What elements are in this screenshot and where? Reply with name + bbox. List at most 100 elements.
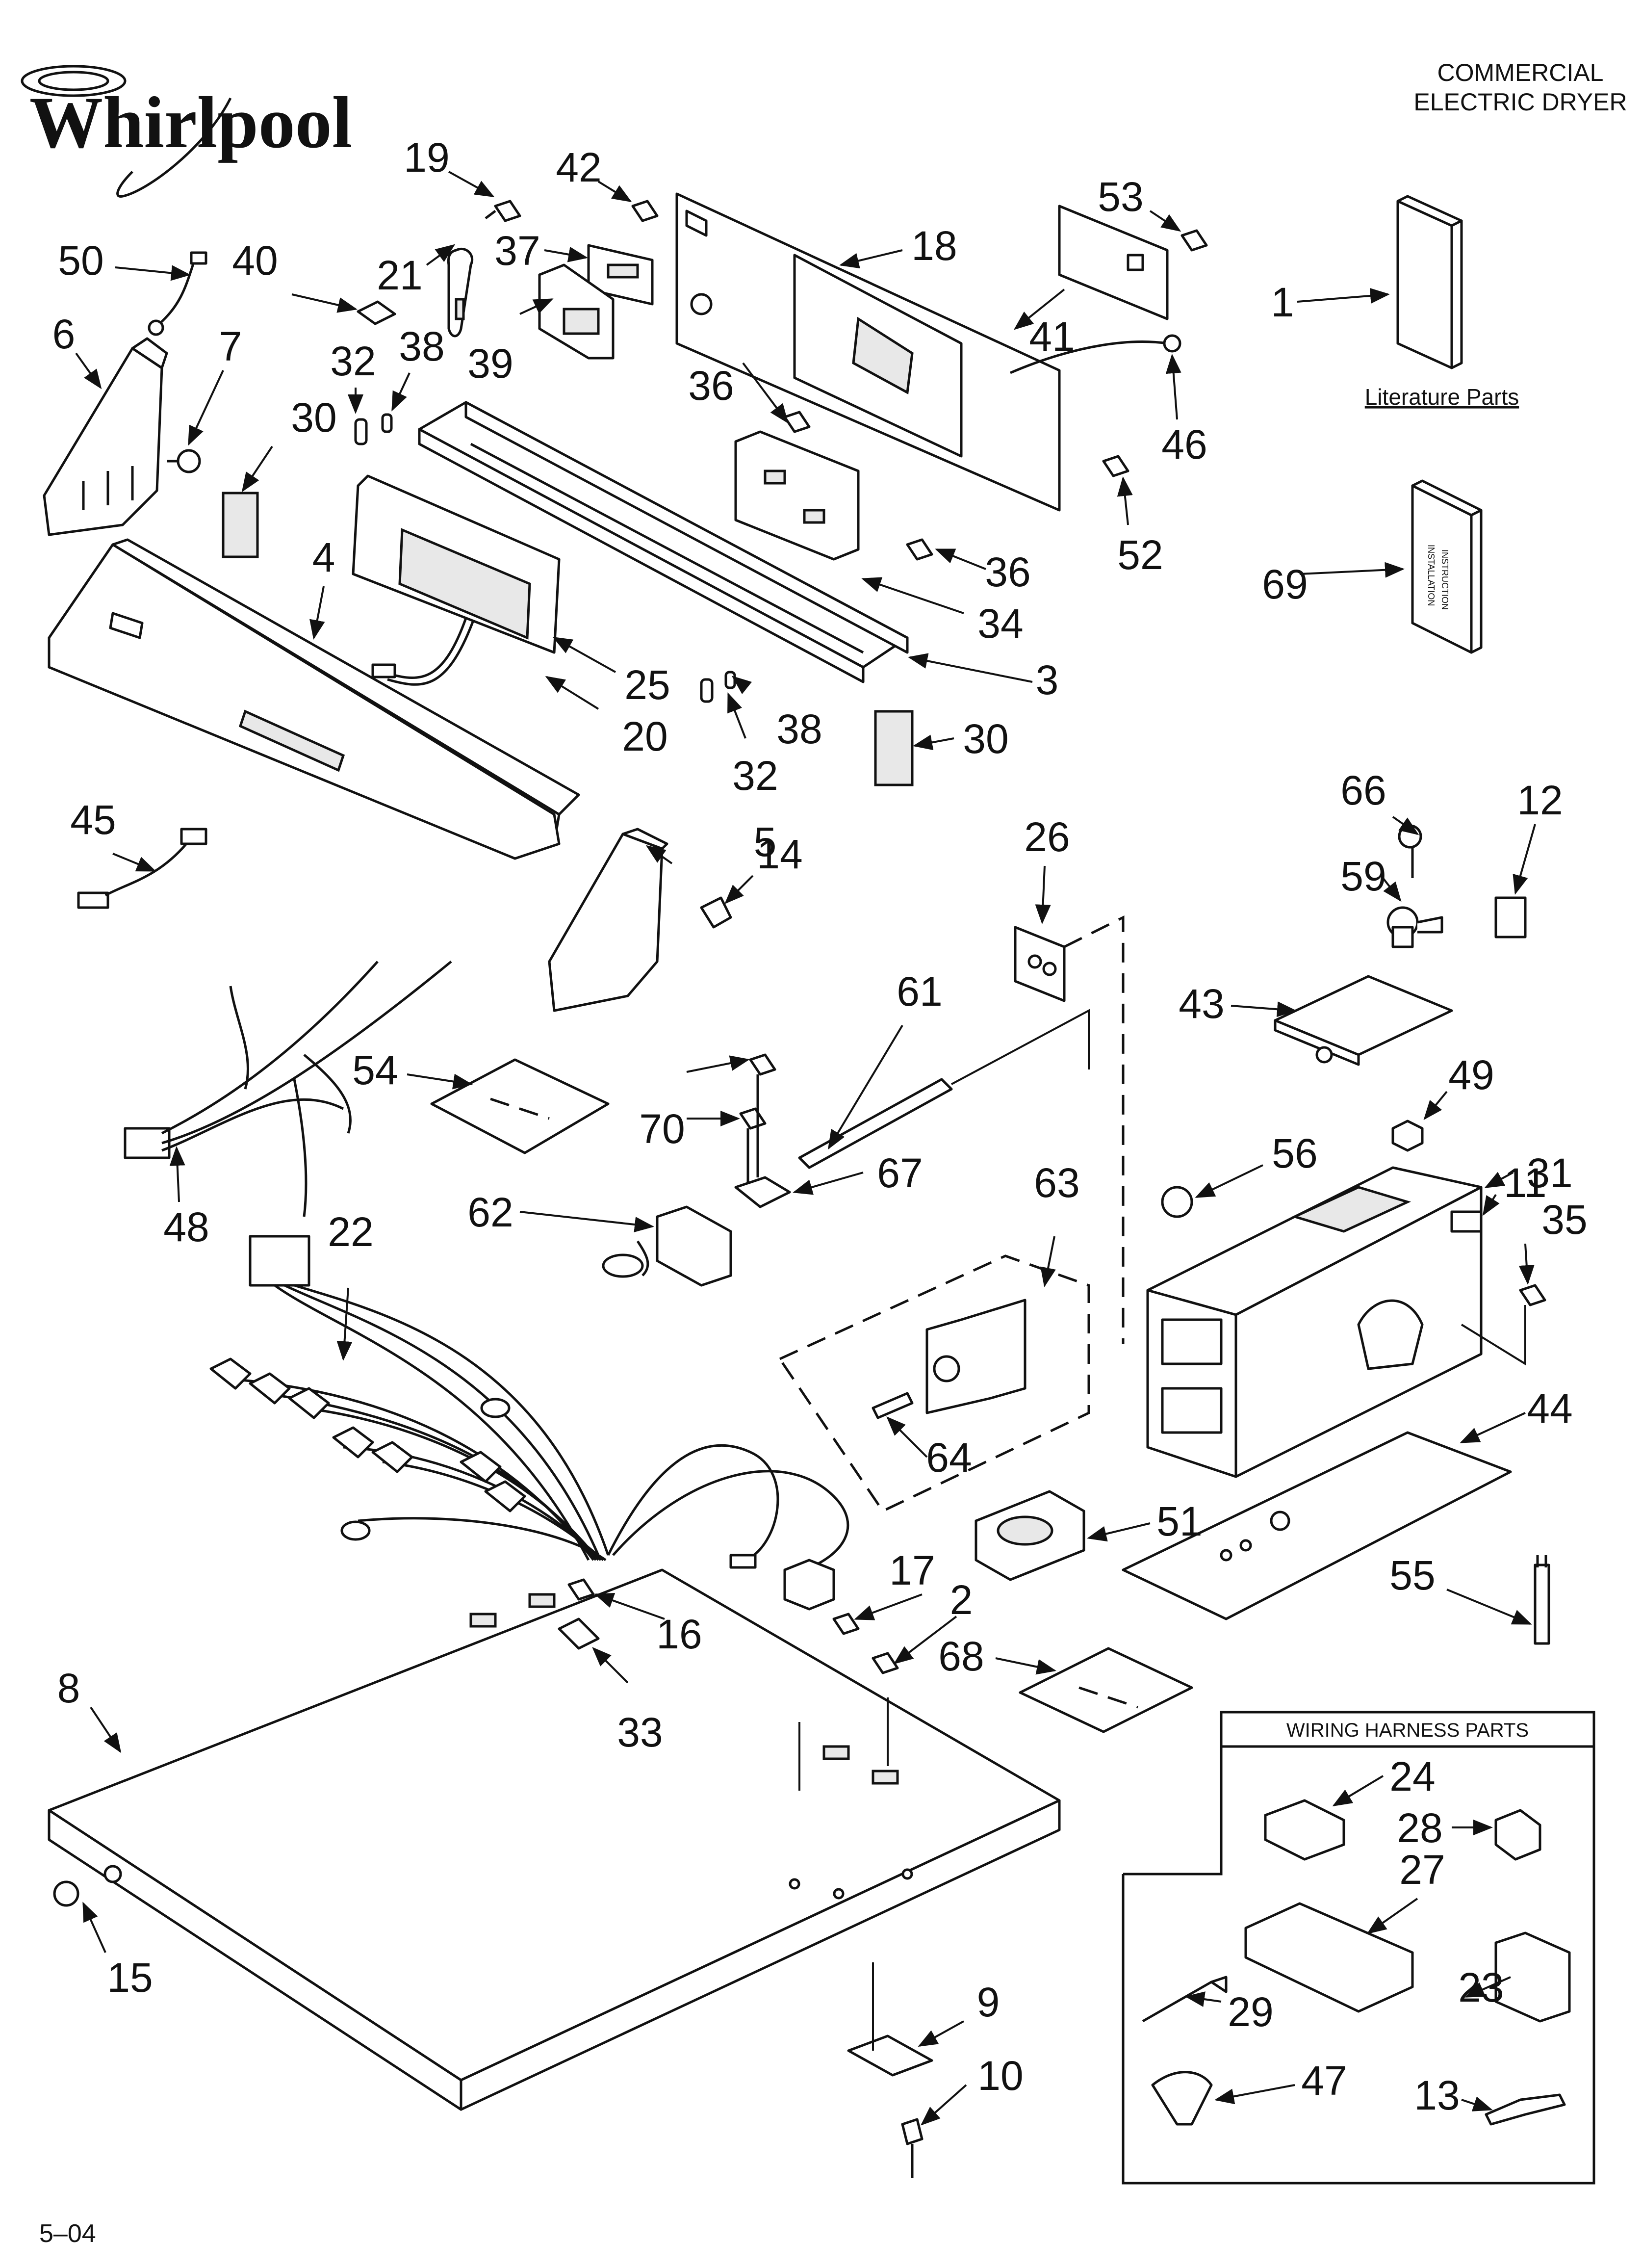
- callout-64: 64: [926, 1434, 972, 1481]
- wiring-box-title: WIRING HARNESS PARTS: [1286, 1720, 1529, 1741]
- callout-67: 67: [877, 1150, 923, 1196]
- screw-part-42: [631, 200, 659, 222]
- leader-lines: [75, 171, 1536, 2126]
- callout-37: 37: [494, 228, 540, 274]
- callout-62: 62: [467, 1189, 513, 1235]
- mount-plate-part: [1014, 926, 1066, 1002]
- callout-42: 42: [556, 144, 601, 190]
- callout-70: 70: [639, 1106, 685, 1152]
- jumper-wire-part: [77, 828, 207, 909]
- callout-27: 27: [1399, 1847, 1445, 1893]
- left-end-cap-part: [43, 337, 168, 536]
- whirlpool-logo: Whirlpool: [21, 65, 352, 198]
- literature-sheet-part: [1396, 195, 1463, 369]
- callout-47: 47: [1301, 2058, 1347, 2104]
- igniter-part: [1534, 1555, 1550, 1645]
- leveling-bracket-part: [847, 2034, 933, 2077]
- callout-22: 22: [328, 1209, 373, 1255]
- callout-17: 17: [889, 1547, 935, 1593]
- header-line2: ELECTRIC DRYER: [1413, 88, 1627, 116]
- callout-26: 26: [1024, 814, 1070, 860]
- screw-part: [167, 449, 201, 473]
- valve-assembly-part: [778, 1254, 1090, 1513]
- callout-10: 10: [977, 2053, 1023, 2099]
- pin-part-lower: [700, 678, 714, 703]
- callout-33: 33: [617, 1709, 663, 1755]
- nut-part: [1391, 1120, 1424, 1152]
- footer-code: 5–04: [39, 2219, 96, 2248]
- callout-31: 31: [1527, 1150, 1572, 1196]
- callout-15: 15: [107, 1955, 153, 2001]
- connector-part-23: [1494, 1931, 1571, 2023]
- callout-3: 3: [1036, 657, 1059, 703]
- top-cover-part: [48, 1568, 1061, 2111]
- callout-36b: 36: [985, 549, 1030, 595]
- callout-69: 69: [1262, 561, 1308, 607]
- console-back-panel-part: [675, 192, 1061, 512]
- callout-20: 20: [622, 713, 667, 759]
- callout-6: 6: [52, 311, 76, 357]
- callout-19: 19: [404, 134, 449, 181]
- callout-5: 5: [754, 819, 777, 865]
- callout-53: 53: [1098, 174, 1143, 220]
- callout-28: 28: [1397, 1805, 1442, 1851]
- switch-housing-part: [538, 263, 615, 360]
- connector-part-28: [1494, 1809, 1541, 1861]
- callout-39: 39: [467, 340, 513, 387]
- callout-11: 11: [1504, 1160, 1546, 1206]
- callout-40: 40: [232, 237, 278, 284]
- callout-4: 4: [312, 534, 335, 580]
- sensor-part: [1386, 906, 1443, 948]
- screw-part-70b: [739, 1107, 767, 1130]
- callout-35: 35: [1541, 1197, 1587, 1243]
- callout-1: 1: [1271, 279, 1294, 325]
- callout-38b: 38: [776, 706, 822, 752]
- nut-part-56: [1161, 1186, 1193, 1218]
- callout-59: 59: [1340, 853, 1386, 899]
- heat-shield-part: [430, 1058, 610, 1154]
- screw-part-36b: [906, 538, 933, 561]
- callout-66: 66: [1340, 767, 1386, 813]
- callout-30a: 30: [291, 394, 336, 441]
- right-end-cap-part: [548, 828, 668, 1012]
- callout-8: 8: [57, 1665, 80, 1711]
- callout-30b: 30: [963, 716, 1008, 762]
- callout-52: 52: [1117, 532, 1163, 578]
- heat-shield-part-lower: [1019, 1647, 1193, 1733]
- booklet-line1: INSTALLATION: [1426, 545, 1436, 606]
- callout-14: 14: [757, 831, 802, 877]
- connector-part-24: [1264, 1799, 1345, 1861]
- switch-part: [1494, 896, 1527, 938]
- screw-part-16: [567, 1578, 595, 1601]
- mounting-bracket-part: [602, 1205, 732, 1287]
- literature-parts-label: Literature Parts: [1365, 384, 1519, 410]
- screw-part-35: [1519, 1284, 1546, 1306]
- callout-54: 54: [352, 1047, 398, 1093]
- booklet-line2: INSTRUCTION: [1440, 549, 1450, 610]
- base-plate-part: [1122, 1431, 1512, 1620]
- installation-booklet-part: INSTALLATION INSTRUCTION: [1411, 479, 1483, 654]
- callout-43: 43: [1179, 981, 1224, 1027]
- callout-labels: 1 2 3 4 5 6 7 8 9 10 11 12 13 14 15 16 1…: [52, 134, 1588, 2118]
- screw-part-top: [485, 200, 521, 222]
- header-line1: COMMERCIAL: [1437, 59, 1604, 86]
- callout-9: 9: [977, 1979, 1000, 2025]
- callout-49: 49: [1448, 1052, 1494, 1098]
- screw-part-53: [1180, 229, 1208, 252]
- callout-55: 55: [1389, 1552, 1435, 1598]
- screw-part-70: [749, 1053, 776, 1076]
- connector-part-27: [1244, 1902, 1414, 2013]
- clip-part-33: [558, 1617, 600, 1650]
- control-board-part: [734, 430, 860, 561]
- wire-harness-part: [124, 961, 452, 1217]
- callout-45: 45: [70, 797, 116, 843]
- terminal-part: [1450, 1210, 1483, 1233]
- pin-part-small: [381, 413, 393, 433]
- pin-part: [354, 418, 368, 445]
- callout-68: 68: [938, 1633, 984, 1679]
- callout-25: 25: [624, 662, 670, 708]
- burner-housing-part: [1146, 1166, 1483, 1478]
- callout-12: 12: [1517, 777, 1563, 823]
- callout-18: 18: [911, 223, 957, 269]
